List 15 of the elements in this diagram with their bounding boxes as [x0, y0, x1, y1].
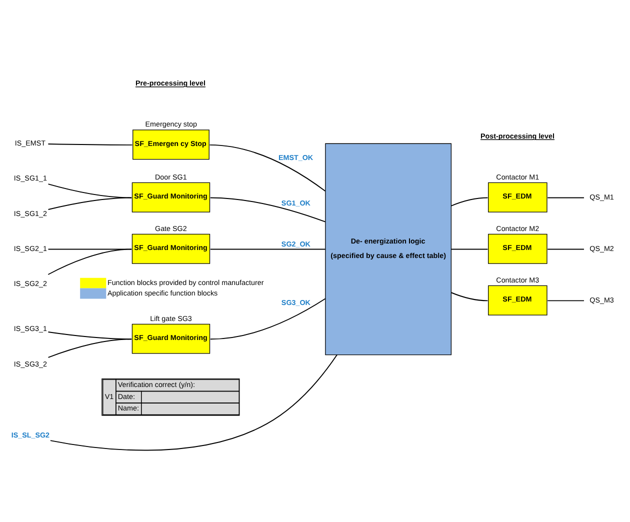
connector: [547, 196, 584, 198]
connector: [547, 300, 584, 301]
connector: [450, 196, 488, 206]
connector: [209, 144, 326, 192]
connector: [450, 248, 488, 250]
connector: [50, 354, 338, 450]
connector: [48, 248, 132, 274]
connector: [450, 292, 488, 301]
connector: [210, 196, 326, 222]
connector: [547, 248, 584, 250]
connector: [210, 248, 326, 250]
connector: [48, 196, 132, 210]
connector: [210, 298, 326, 340]
connector: [48, 338, 132, 358]
connector: [48, 143, 133, 145]
